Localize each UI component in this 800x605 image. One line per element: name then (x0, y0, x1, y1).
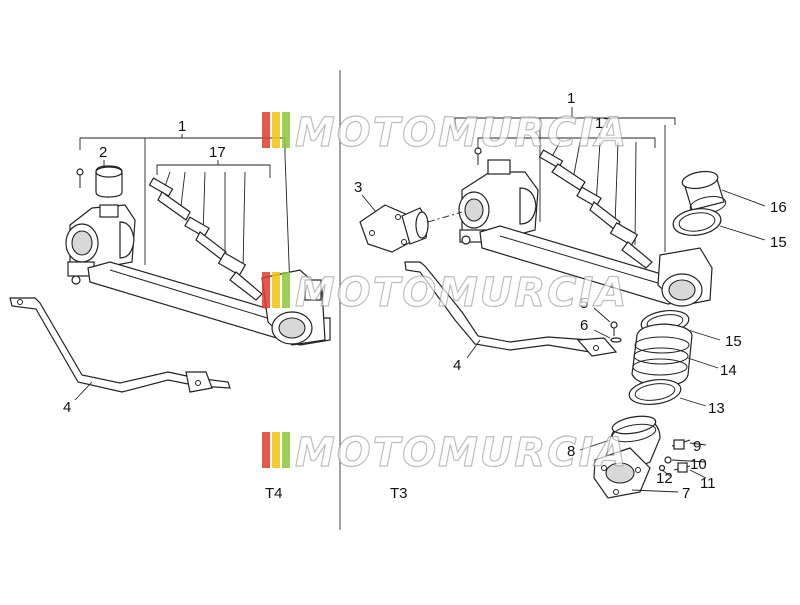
watermark-top: MOTOMURCIA (262, 109, 628, 157)
right-part-15-clamp-upper (672, 208, 722, 236)
right-rear-throttle-body (657, 247, 713, 307)
watermark-stripe-red (262, 432, 270, 468)
right-callout-3: 3 (354, 179, 362, 196)
left-callout-17: 17 (209, 144, 226, 161)
left-callout-1: 1 (178, 118, 186, 135)
watermark-bottom: MOTOMURCIA (262, 429, 628, 477)
right-throttle-body (458, 159, 539, 245)
watermark-stripe-yellow (272, 432, 280, 468)
right-callout-13: 13 (708, 400, 725, 417)
watermark-text-bottom: MOTOMURCIA (295, 430, 628, 476)
left-injectors-17 (148, 177, 263, 301)
watermark-text-middle: MOTOMURCIA (295, 270, 628, 316)
right-callout-6: 6 (580, 317, 588, 334)
right-part-7-flange (593, 447, 651, 499)
left-bracket-1 (79, 137, 286, 155)
variant-label-left: T4 (265, 485, 283, 502)
right-callout-11: 11 (700, 475, 716, 492)
right-part-9-bolt (671, 439, 691, 450)
watermark-stripe-green (282, 112, 290, 148)
right-callout-15-upper: 15 (770, 234, 787, 251)
right-injectors-17 (538, 149, 653, 269)
variant-label-right: T3 (390, 485, 408, 502)
right-callout-1: 1 (567, 90, 575, 107)
right-callout-14: 14 (720, 362, 737, 379)
right-part-10-nut (664, 456, 672, 464)
watermark-stripe-red (262, 272, 270, 308)
right-part-6-washer (610, 337, 622, 343)
watermark-stripe-yellow (272, 272, 280, 308)
watermark-text-top: MOTOMURCIA (295, 110, 628, 156)
left-assembly-t4 (9, 134, 331, 401)
right-callout-9: 9 (693, 438, 701, 455)
watermark-stripe-yellow (272, 112, 280, 148)
right-part-16-sleeve (681, 170, 727, 214)
watermark-stripe-green (282, 272, 290, 308)
left-bracket-17 (156, 164, 271, 178)
right-callout-10: 10 (690, 456, 707, 473)
right-callout-5: 5 (580, 295, 588, 312)
right-callout-12: 12 (656, 470, 673, 487)
right-part-11-bolt (673, 462, 691, 473)
watermark-middle: MOTOMURCIA (262, 269, 628, 317)
left-throttle-body (65, 204, 136, 285)
right-callout-8: 8 (567, 443, 575, 460)
right-bracket-1 (454, 117, 676, 130)
right-part-3-adapter (359, 204, 429, 253)
right-callout-4: 4 (453, 357, 461, 374)
right-callout-15-lower: 15 (725, 333, 742, 350)
right-callout-17: 17 (595, 115, 612, 132)
right-callout-7: 7 (682, 485, 690, 502)
right-part-13-clamp (628, 378, 682, 406)
left-callout-2: 2 (99, 144, 107, 161)
watermark-stripe-red (262, 112, 270, 148)
right-callout-16: 16 (770, 199, 787, 216)
right-bracket-17 (477, 137, 656, 148)
right-assembly-t3 (359, 107, 766, 499)
watermark-stripe-green (282, 432, 290, 468)
right-part-14-hose (631, 323, 693, 387)
left-callout-4: 4 (63, 399, 71, 416)
